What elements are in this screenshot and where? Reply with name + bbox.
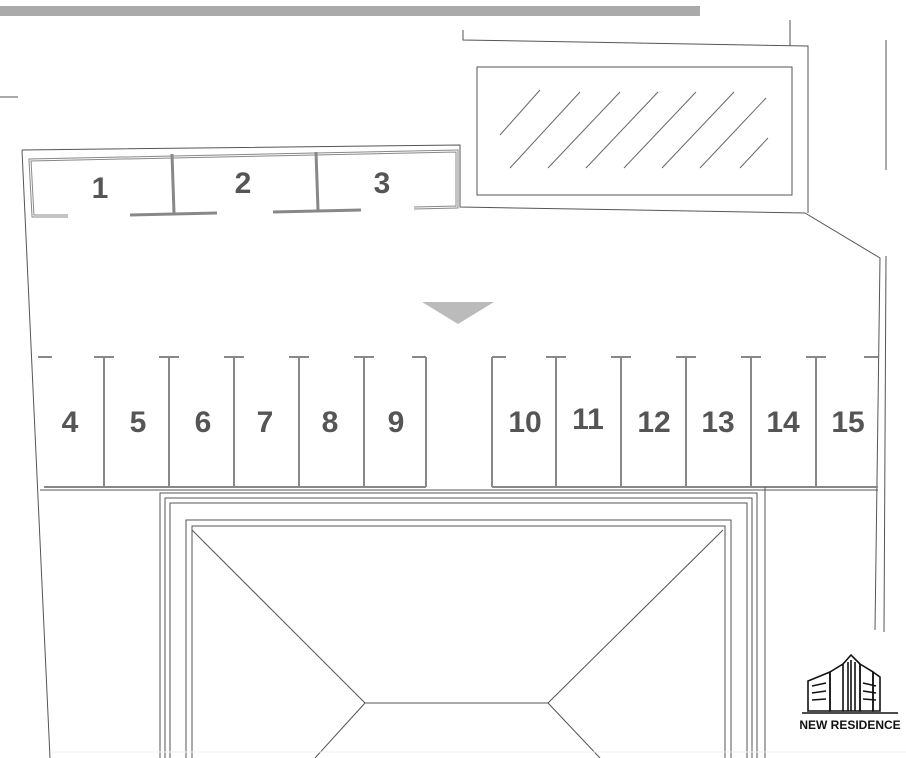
space-7: 7 [257, 406, 274, 439]
space-13: 13 [701, 406, 734, 439]
top-stalls: 1 2 3 [28, 149, 459, 218]
top-bar [0, 6, 700, 16]
new-residence-logo: NEW RESIDENCE [799, 653, 901, 732]
space-9: 9 [388, 406, 405, 439]
building-icon [802, 653, 898, 714]
space-6: 6 [195, 406, 212, 439]
bottom-stall-labels: 4 5 6 7 8 9 10 11 12 13 14 15 [62, 403, 865, 439]
space-3: 3 [374, 167, 391, 200]
space-12: 12 [637, 406, 670, 439]
bottom-stalls [38, 356, 878, 488]
space-2: 2 [235, 167, 252, 200]
logo-text: NEW RESIDENCE [799, 718, 900, 732]
space-11: 11 [572, 403, 604, 436]
direction-arrow-icon [422, 302, 494, 324]
space-10: 10 [508, 406, 541, 439]
space-5: 5 [130, 406, 147, 439]
space-4: 4 [62, 406, 79, 439]
space-15: 15 [831, 406, 864, 439]
space-8: 8 [322, 406, 339, 439]
building-roof [40, 487, 878, 758]
space-1: 1 [92, 172, 109, 205]
hatched-area [476, 66, 793, 196]
site-outline [0, 20, 887, 758]
space-14: 14 [766, 406, 800, 439]
